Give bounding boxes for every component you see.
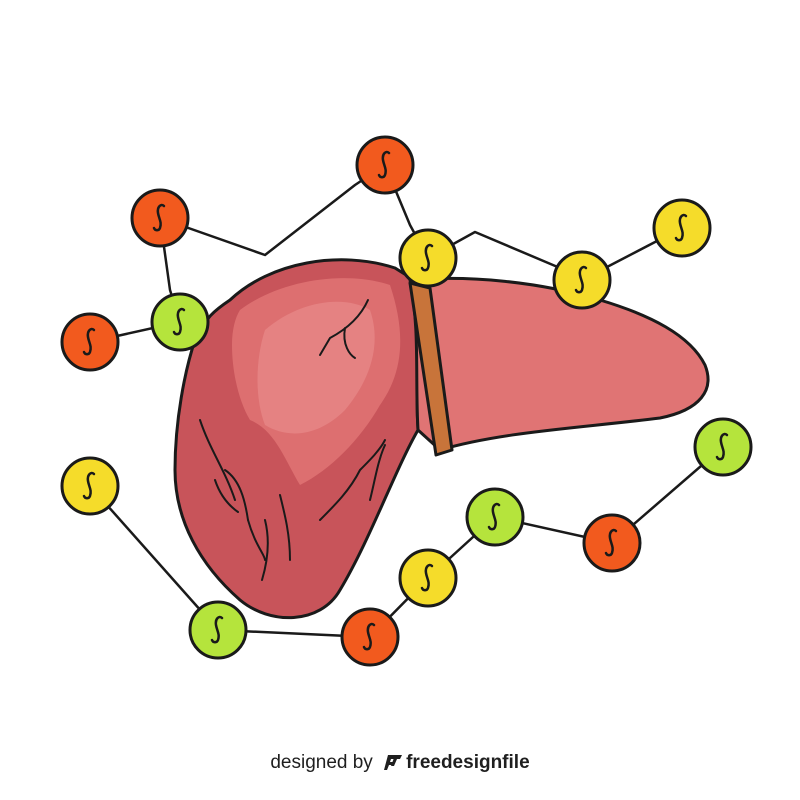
molecule-node-yellow [398,228,458,288]
node-squiggle-icon [715,432,729,461]
molecule-node-green [693,417,753,477]
molecule-node-red [355,135,415,195]
molecule-node-yellow [552,250,612,310]
molecule-node-green [150,292,210,352]
connector-line [89,485,219,631]
node-squiggle-icon [674,213,688,242]
molecule-node-yellow [398,548,458,608]
molecule-node-yellow [652,198,712,258]
connector-line [159,163,386,257]
liver-veins [199,299,386,581]
node-squiggle-icon [420,243,434,272]
molecule-node-green [188,600,248,660]
molecule-nodes [60,135,753,667]
node-squiggle-icon [604,528,618,557]
molecule-node-red [130,188,190,248]
molecule-node-red [60,312,120,372]
molecule-node-yellow [60,456,120,516]
node-squiggle-icon [362,622,376,651]
credit-brand: freedesignfile [406,752,530,773]
node-squiggle-icon [487,502,501,531]
node-squiggle-icon [420,563,434,592]
node-squiggle-icon [152,203,166,232]
molecule-node-red [340,607,400,667]
molecule-node-red [582,513,642,573]
credit-prefix: designed by [270,752,373,773]
molecule-node-green [465,487,525,547]
liver-right-lobe [408,276,710,452]
node-squiggle-icon [82,327,96,356]
liver-highlight-inner [257,301,375,434]
node-squiggle-icon [377,150,391,179]
node-squiggle-icon [82,471,96,500]
credit-line: designed by freedesignfile [0,752,800,774]
node-squiggle-icon [210,615,224,644]
freedesignfile-logo-icon [384,755,403,770]
node-squiggle-icon [574,265,588,294]
node-squiggle-icon [172,307,186,336]
